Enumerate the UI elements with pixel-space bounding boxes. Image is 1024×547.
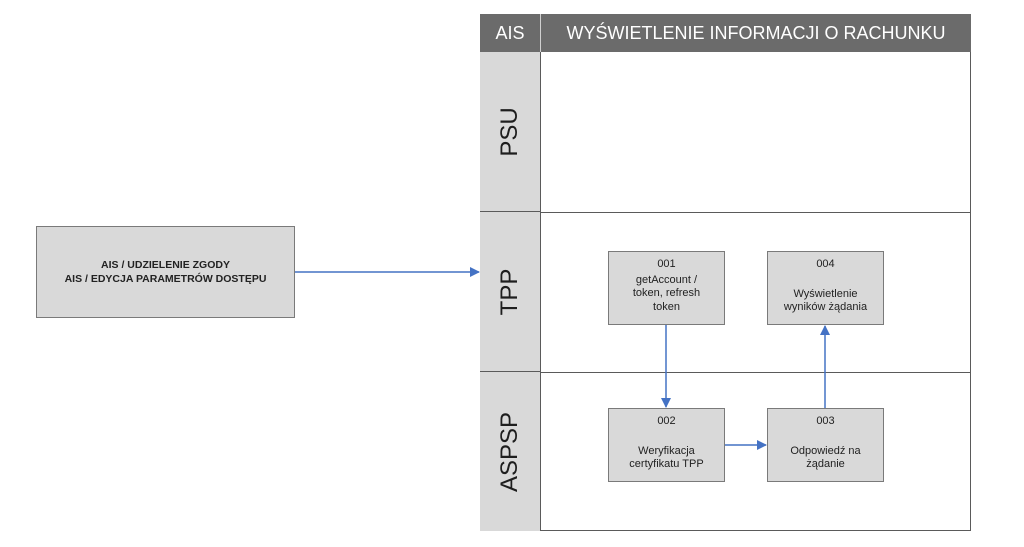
lane-tpp: TPP xyxy=(480,212,541,372)
step-001-box: 001 getAccount / token, refresh token xyxy=(608,251,725,325)
step-002-box: 002 Weryfikacja certyfikatu TPP xyxy=(608,408,725,482)
step-text: Odpowiedź na żądanie xyxy=(790,444,861,471)
header-code: AIS xyxy=(480,14,541,52)
source-line-2: AIS / EDYCJA PARAMETRÓW DOSTĘPU xyxy=(64,273,267,285)
step-number: 004 xyxy=(816,258,835,270)
source-process-box: AIS / UDZIELENIE ZGODY AIS / EDYCJA PARA… xyxy=(36,226,295,318)
step-text: Weryfikacja certyfikatu TPP xyxy=(629,444,704,471)
lane-psu: PSU xyxy=(480,52,541,212)
step-text: getAccount / token, refresh token xyxy=(632,273,701,313)
step-text: Wyświetlenie wyników żądania xyxy=(783,287,868,314)
step-number: 002 xyxy=(657,415,676,427)
step-number: 001 xyxy=(657,258,676,270)
source-line-1: AIS / UDZIELENIE ZGODY xyxy=(101,259,230,271)
step-003-box: 003 Odpowiedź na żądanie xyxy=(767,408,884,482)
lane-aspsp: ASPSP xyxy=(480,372,541,531)
header-title: WYŚWIETLENIE INFORMACJI O RACHUNKU xyxy=(541,14,971,52)
lane-separator xyxy=(541,372,971,373)
step-number: 003 xyxy=(816,415,835,427)
step-004-box: 004 Wyświetlenie wyników żądania xyxy=(767,251,884,325)
lane-separator xyxy=(541,212,971,213)
